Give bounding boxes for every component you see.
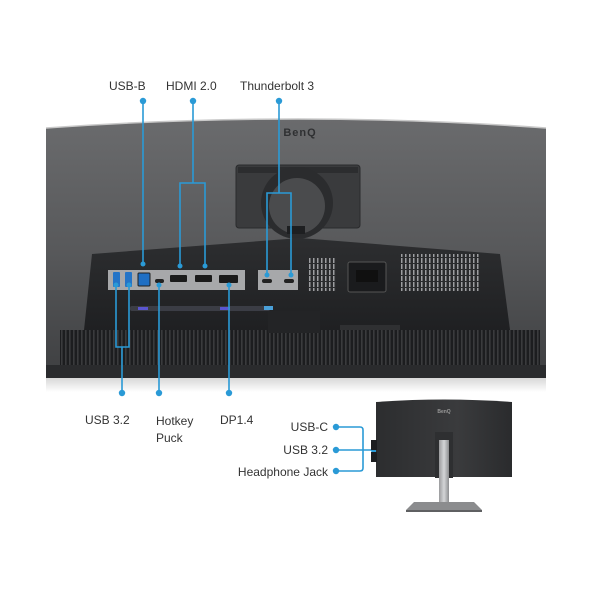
stand-hole — [269, 178, 325, 234]
callouts — [115, 101, 374, 472]
dot — [140, 261, 146, 267]
hdmi-port — [195, 275, 212, 282]
thunderbolt-port — [262, 279, 272, 283]
small-monitor: BenQ — [371, 399, 512, 512]
bottom-vent — [60, 330, 540, 365]
dot — [275, 97, 283, 105]
label-side-usb32: USB 3.2 — [283, 443, 328, 457]
label-hotkey-line2: Puck — [156, 431, 183, 445]
dot — [155, 389, 163, 397]
dot — [226, 282, 232, 288]
label-hotkey-line1: Hotkey — [156, 414, 194, 428]
callout-dots — [113, 97, 378, 475]
stand-base — [406, 502, 482, 510]
monitor-back: BenQ — [45, 118, 547, 378]
label-usb-c: USB-C — [290, 420, 328, 434]
hotkey-puck-port — [155, 279, 164, 283]
dot — [202, 263, 208, 269]
brand-logo: BenQ — [283, 127, 316, 139]
dot — [156, 282, 162, 288]
dot — [332, 467, 340, 475]
dot — [177, 263, 183, 269]
dot — [264, 272, 270, 278]
svg-text:BenQ: BenQ — [437, 409, 450, 415]
label-dp: DP1.4 — [220, 413, 254, 427]
usb-b-port — [137, 272, 151, 287]
label-usb32: USB 3.2 — [85, 413, 130, 427]
dot — [225, 389, 233, 397]
label-headphone: Headphone Jack — [237, 465, 328, 479]
dot — [126, 282, 132, 288]
label-hdmi: HDMI 2.0 — [166, 79, 217, 93]
thunderbolt-port — [284, 279, 294, 283]
dp-port — [219, 275, 238, 283]
dot — [118, 389, 126, 397]
dot — [288, 272, 294, 278]
dot — [332, 423, 340, 431]
dot — [139, 97, 147, 105]
stand-neck — [439, 440, 449, 503]
dot — [332, 446, 340, 454]
label-hotkey-puck: Hotkey Puck — [156, 413, 193, 447]
hdmi-port — [170, 275, 187, 282]
dot — [113, 282, 119, 288]
dot — [189, 97, 197, 105]
label-usb-b: USB-B — [109, 79, 146, 93]
label-thunderbolt: Thunderbolt 3 — [240, 79, 315, 93]
